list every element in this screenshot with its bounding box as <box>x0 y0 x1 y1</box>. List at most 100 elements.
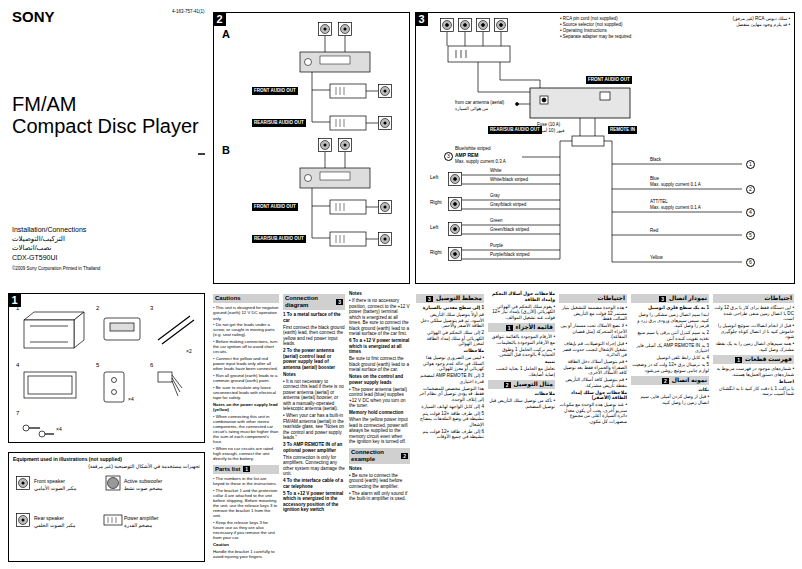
parts-drawing <box>172 375 182 396</box>
part-number: 6 <box>150 362 153 369</box>
body-text: • شماره‌های موجود در فهرست مربوط به شمار… <box>713 366 794 377</box>
title-text: التركيب/التوصيلات <box>12 235 65 243</box>
title-mark <box>198 154 205 155</box>
body-text: با براکت 1 با دقت کار کنید تا به انگشتان… <box>713 386 794 397</box>
equipment-icon <box>106 476 120 490</box>
body-text: Be sure to first connect the black groun… <box>349 356 410 373</box>
body-text: • قبل از انجام اتصالات، سوئیچ اتومبیل را… <box>713 323 794 340</box>
body-text: 3 به AMP REMOTE IN یک آمپلی فایر اختیاری <box>631 343 709 354</box>
connector-name: REAR/SUB AUDIO OUT <box>254 236 304 242</box>
body-text: ملاحظات <box>488 391 555 397</box>
section-badge: 2 <box>401 453 408 459</box>
parts-drawing <box>28 376 72 394</box>
figure-panel: 1 <box>8 293 205 443</box>
body-text: Notes <box>283 372 345 378</box>
body-text: First connect the black ground (earth) l… <box>283 325 345 347</box>
wiring-note: فيوز (10 أمبير) <box>537 128 564 133</box>
section-heading: احتیاطات <box>713 294 794 303</box>
body-text: • The power antenna (aerial) control lea… <box>349 387 410 409</box>
wire-color: Green/black striped <box>490 227 529 232</box>
body-text: Notes <box>349 291 410 297</box>
callout-number: 4 <box>746 208 755 217</box>
wiring-diagram <box>449 173 462 186</box>
body-text: 4 To the interface cable of a car teleph… <box>283 478 345 489</box>
heading-text: Connection diagram <box>285 295 333 309</box>
part-number: ×2 <box>186 348 192 354</box>
connector-name: REAR/SUB AUDIO OUT <box>490 127 540 133</box>
body-text: This connection is only for amplifiers. … <box>283 455 345 477</box>
panel-heading: Equipment used in illustrations (not sup… <box>13 456 200 462</box>
text-column: Notes• If there is no accessory position… <box>349 291 410 563</box>
heading-text: احتیاطات <box>765 295 792 302</box>
section-heading: Connection example2 <box>349 448 410 464</box>
heading-text: Connection example <box>351 449 398 463</box>
figure-panel: 2FRONT AUDIO OUTREAR/SUB AUDIO OUTFRONT … <box>213 12 410 284</box>
callout-number: 3 <box>444 152 453 161</box>
body-text: 3 To AMP REMOTE IN of an optional power … <box>283 442 345 453</box>
part-number: 3 <box>150 305 153 312</box>
body-text: 5 به ترمینال برق +12 ولت که در وضعیت لوا… <box>631 362 709 373</box>
section-heading: مخطط التوصيل3 <box>416 294 484 303</box>
connector-name: FRONT AUDIO OUT <box>588 77 630 83</box>
body-text: تنبيه <box>488 359 555 365</box>
parts-drawing <box>23 312 194 437</box>
parts-drawing <box>158 372 172 382</box>
wiring-note: • Operating Instructions <box>560 28 607 33</box>
brand-logo: SONY <box>12 8 55 26</box>
wire-color: Blue <box>650 176 659 181</box>
body-text: 2 إلى سلك التحكم في الهوائي الكهربائي أو… <box>416 330 484 347</box>
equipment-label: مضخم القدرة <box>124 522 152 528</box>
equipment-label: مكبر الصوت الخلفي <box>34 522 76 528</box>
body-text: 1 إلى سطح معدني بالسيارة <box>416 305 484 311</box>
panel-number: 2 <box>213 12 226 26</box>
connection-figure <box>300 139 392 247</box>
heading-text: Cautions <box>215 295 241 302</box>
parts-drawing <box>24 372 76 398</box>
body-text: • قبل إجراء التوصيلات، قم بإيقاف تشغيل ا… <box>559 341 627 358</box>
body-text: ابتدا سیم اتصال زمین مشکی را وصل کنید، س… <box>631 312 709 329</box>
callout-number: 6 <box>746 258 755 267</box>
wiring-note: • Source selector (not supplied) <box>560 22 623 27</box>
parts-drawing <box>39 431 45 437</box>
body-text: • این دستگاه فقط برای کار با برق 12 ولت … <box>713 305 794 322</box>
section-badge: 3 <box>659 296 666 302</box>
wire-color: White/black striped <box>490 177 528 182</box>
heading-text: نمودار اتصال <box>669 295 707 302</box>
speaker-side: Right <box>430 199 442 205</box>
section-badge: 3 <box>426 296 433 302</box>
body-text: When the yellow power input lead is conn… <box>349 417 410 445</box>
body-text: 2 به سیم کنترل آنتن برقی یا سیم منبع تغذ… <box>631 330 709 341</box>
wiring-diagram <box>478 62 540 92</box>
equipment-label: Active subwoofer <box>124 478 162 484</box>
callout-number: 2 <box>746 185 755 194</box>
body-text: ملاحظات حول أسلاك التحكم وإمداد الطاقة <box>488 291 555 302</box>
part-number: 7 <box>16 410 19 417</box>
body-text: • الأرقام الموجودة بالقائمة تتوافق مع ال… <box>488 334 555 345</box>
body-text: • Run all ground (earth) leads to a comm… <box>213 373 279 383</box>
section-badge: 1 <box>735 357 742 363</box>
heading-text: قائمة الأجزاء <box>516 324 553 331</box>
equipment-label: Power amplifier <box>124 515 158 521</box>
equipment-panel: Equipment used in illustrations (not sup… <box>8 452 205 562</box>
wire-color: ATT/TEL <box>650 199 668 204</box>
panel-heading: تجهيزات مستخدمة في الأشكال التوضيحية (غي… <box>13 463 200 469</box>
connector-name: FRONT AUDIO OUT <box>254 204 296 210</box>
body-text: Caution <box>213 542 279 547</box>
wire-color: Max. supply current 0.1 A <box>650 182 701 187</box>
body-text: تعامل مع الحامل 1 بعناية لتجنب إصابة أصا… <box>488 366 555 377</box>
body-text: احتیاط <box>713 379 794 385</box>
wire-color: White <box>490 168 502 173</box>
section-badge: 3 <box>336 299 343 305</box>
section-heading: قائمة الأجزاء1 <box>488 323 555 332</box>
connector-tag: REAR/SUB AUDIO OUT <box>488 126 542 134</box>
body-text: • Be sure to insulate any loose unconnec… <box>213 385 279 400</box>
parts-drawing <box>110 323 134 331</box>
parts-drawing <box>112 378 117 383</box>
text-column: Connection diagram31 To a metal surface … <box>283 291 345 563</box>
speaker-side: Right <box>430 249 442 255</box>
body-text: • The bracket 1 and the protection colla… <box>213 488 279 519</box>
body-text: • يتم تركيب الحامل 1 وطوق الحماية 4 بالو… <box>488 347 555 358</box>
heading-text: احتياطات <box>598 295 625 302</box>
